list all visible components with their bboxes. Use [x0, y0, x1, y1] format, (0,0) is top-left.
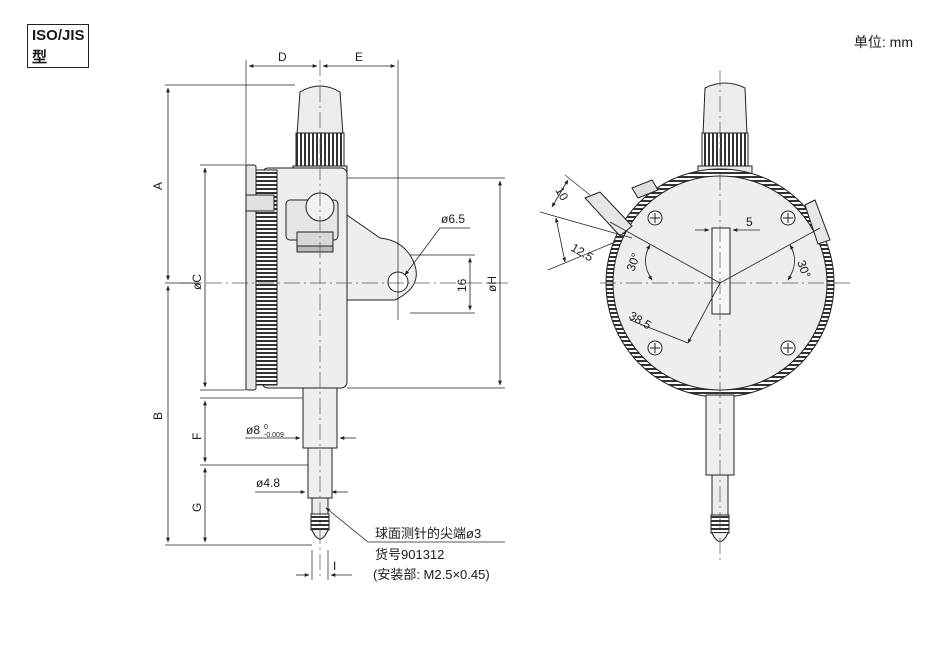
- unit-label: 单位: mm: [853, 34, 913, 50]
- dim-12-5: 12.5: [569, 240, 597, 264]
- cap-top: [296, 85, 344, 136]
- dim-stem-small: ø4.8: [256, 476, 280, 490]
- front-view: [539, 70, 850, 560]
- dim-lug: 16: [455, 278, 469, 292]
- screw-tl: [647, 210, 663, 226]
- angle-left: 30°: [624, 251, 643, 273]
- side-view: [165, 60, 510, 580]
- crystal: [245, 164, 257, 391]
- dim-C: øC: [190, 274, 204, 290]
- dim-E: E: [355, 50, 363, 64]
- badge-line1: ISO/JIS: [32, 27, 85, 44]
- angle-right: 30°: [794, 258, 813, 280]
- dim-B: B: [151, 412, 165, 420]
- front-cap-top: [702, 82, 748, 136]
- dim-width5: 5: [746, 215, 753, 229]
- dim-stem-tol-top: 0: [264, 424, 268, 431]
- dim-hole: ø6.5: [441, 212, 465, 226]
- dim-A: A: [151, 182, 165, 190]
- dim-stem-main: ø8: [246, 423, 260, 437]
- badge-line2: 型: [32, 49, 48, 66]
- dim-I: I: [333, 559, 336, 573]
- dim-stem-tol-bottom: -0.009: [264, 432, 284, 439]
- note-line1: 球面测针的尖端ø3: [375, 526, 481, 541]
- note-line3: (安装部: M2.5×0.45): [373, 567, 490, 582]
- dim-G: G: [190, 503, 204, 512]
- screw-tr: [780, 210, 796, 226]
- iso-jis-badge: ISO/JIS 型: [27, 24, 89, 68]
- dim-D: D: [278, 50, 287, 64]
- dim-10: 10: [552, 185, 571, 204]
- screw-bl: [647, 340, 663, 356]
- dim-H: øH: [485, 276, 499, 292]
- note-line2: 货号901312: [375, 547, 444, 562]
- screw-br: [780, 340, 796, 356]
- front-cap-knurl: [701, 132, 749, 168]
- dim-F: F: [190, 433, 204, 440]
